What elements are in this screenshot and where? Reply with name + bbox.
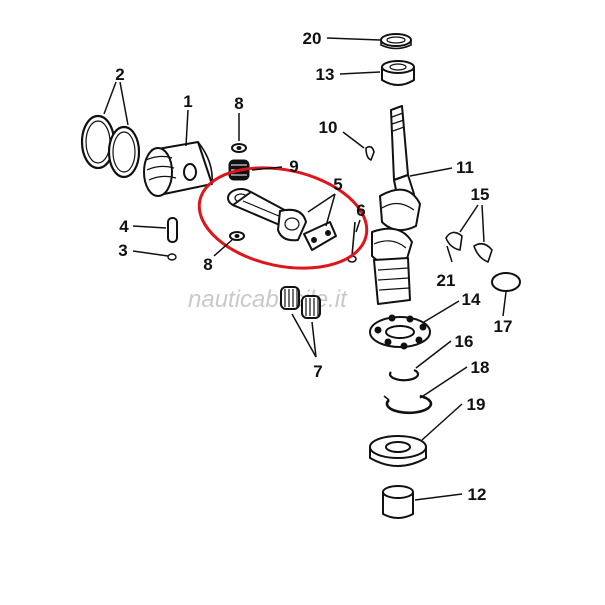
lower-bushing	[382, 485, 414, 519]
label-5: 5	[333, 175, 342, 194]
label-20: 20	[303, 29, 322, 48]
piston-rings	[80, 114, 141, 179]
watermark: nauticabasile.it	[188, 286, 348, 313]
connecting-rod	[227, 188, 307, 242]
label-18: 18	[471, 358, 490, 377]
part-labels: 2 1 4 3 8 9 8 5 6 7 20 13 10 11 15 21 17…	[115, 29, 512, 504]
ball-bearing	[369, 314, 431, 350]
thrust-washer-bottom	[229, 231, 245, 241]
crankshaft	[371, 105, 421, 305]
highlight-circle	[197, 166, 369, 270]
piston-pin	[167, 217, 178, 243]
label-17: 17	[494, 317, 513, 336]
woodruff-key	[365, 145, 375, 161]
retaining-ring	[388, 368, 420, 382]
piston-pin-retainer	[167, 253, 177, 261]
label-11: 11	[456, 158, 474, 177]
leader-lines	[103, 37, 507, 501]
needle-bearing-cage	[280, 286, 321, 319]
label-2: 2	[115, 65, 124, 84]
label-1: 1	[183, 92, 192, 111]
label-9: 9	[289, 157, 298, 176]
label-4: 4	[119, 217, 129, 236]
label-10: 10	[319, 118, 338, 137]
snap-ring	[491, 272, 521, 292]
bearing-race-halves	[445, 231, 493, 263]
piston	[143, 141, 214, 197]
label-8-top: 8	[234, 94, 243, 113]
bearing-retainer	[369, 435, 427, 467]
label-15: 15	[471, 185, 490, 204]
label-14: 14	[462, 290, 481, 309]
connecting-rod-cap	[303, 221, 337, 251]
upper-bearing	[381, 60, 415, 86]
thrust-washer-top	[231, 143, 247, 153]
label-13: 13	[316, 65, 335, 84]
label-16: 16	[455, 332, 474, 351]
label-21: 21	[437, 271, 456, 290]
seal	[380, 33, 412, 50]
label-3: 3	[118, 241, 127, 260]
lock-ring	[383, 394, 433, 415]
label-6: 6	[356, 201, 365, 220]
label-7: 7	[313, 362, 322, 381]
label-8-bottom: 8	[203, 255, 212, 274]
label-12: 12	[468, 485, 487, 504]
label-19: 19	[467, 395, 486, 414]
